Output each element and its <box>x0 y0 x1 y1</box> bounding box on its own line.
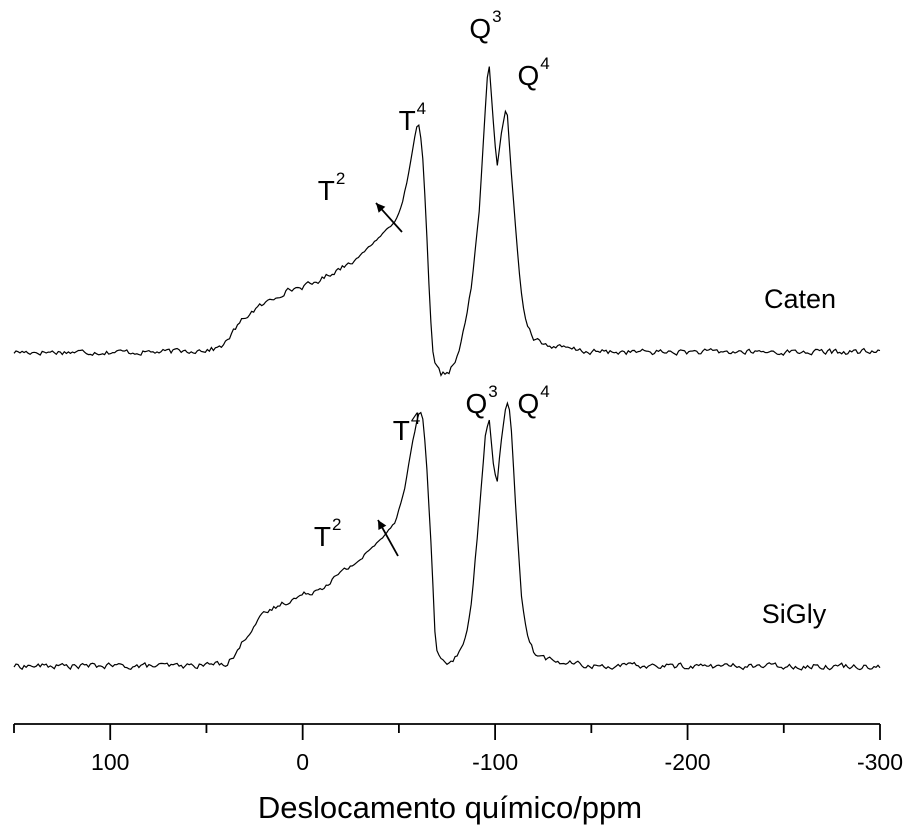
x-axis: 100 0 -100 -200 -300 <box>13 723 903 775</box>
series-line-sigly <box>13 401 881 671</box>
x-tick-label: -200 <box>665 749 711 775</box>
x-tick-label: -300 <box>857 749 903 775</box>
arrowhead-sigly-t-2 <box>378 520 387 531</box>
peak-label-caten-t-2: T2 <box>318 169 346 206</box>
x-tick-label: -100 <box>472 749 518 775</box>
peak-label-sigly-q-3: Q3 <box>466 382 498 419</box>
peak-label-sigly-q-4: Q4 <box>517 382 549 419</box>
arrowhead-caten-t-2 <box>376 203 386 213</box>
x-tick-label: 0 <box>296 749 309 775</box>
x-tick-label: 100 <box>91 749 129 775</box>
peak-label-caten-q-4: Q4 <box>517 54 549 91</box>
series-line-caten <box>13 66 881 377</box>
peak-label-caten-q-3: Q3 <box>469 7 501 44</box>
series-label-caten: Caten <box>764 284 836 314</box>
peak-label-sigly-t-4: T4 <box>393 409 421 446</box>
peak-label-sigly-t-2: T2 <box>314 515 342 552</box>
series-label-sigly: SiGly <box>762 599 827 629</box>
peak-label-caten-t-4: T4 <box>399 99 427 136</box>
x-axis-label: Deslocamento químico/ppm <box>258 790 642 825</box>
